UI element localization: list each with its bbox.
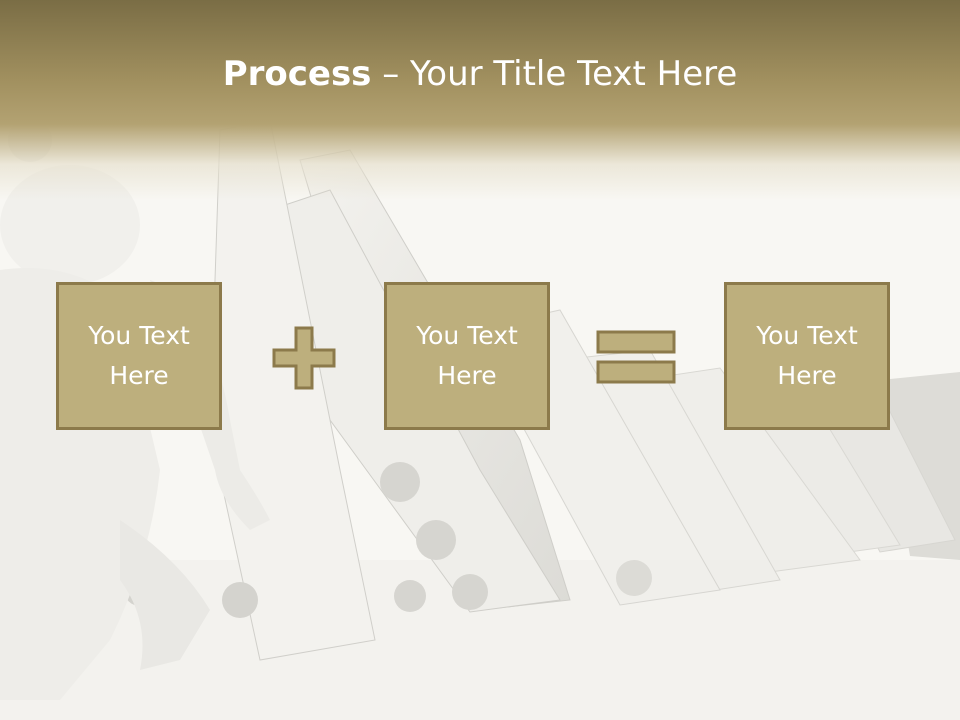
- process-box-2[interactable]: You Text Here: [384, 282, 550, 430]
- slide-title: Process – Your Title Text Here: [0, 52, 960, 96]
- process-box-1[interactable]: You Text Here: [56, 282, 222, 430]
- title-bold: Process: [222, 54, 372, 94]
- equals-icon: [596, 330, 676, 384]
- title-rest: – Your Title Text Here: [371, 54, 738, 94]
- plus-icon: [272, 326, 336, 390]
- process-box-3[interactable]: You Text Here: [724, 282, 890, 430]
- title-bar: Process – Your Title Text Here: [0, 0, 960, 200]
